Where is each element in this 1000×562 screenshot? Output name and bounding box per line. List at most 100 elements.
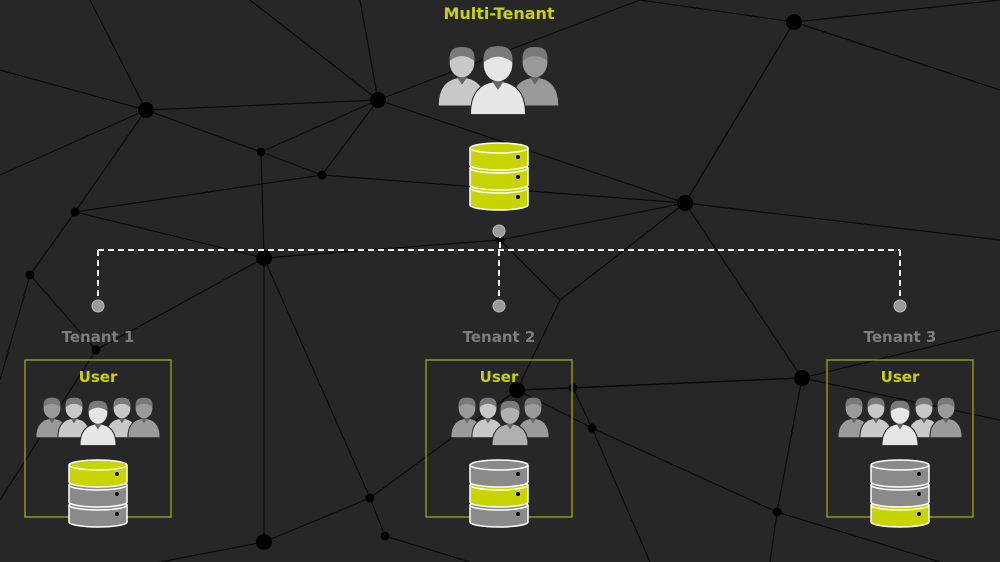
person-collar [70,418,78,424]
network-line [263,497,371,543]
disk-top [68,459,128,471]
disk-led [516,492,520,496]
network-node [70,207,80,217]
network-line [321,99,379,176]
person-collar [484,418,492,424]
multi-tenant-database-icon [469,142,529,211]
network-line [776,377,803,513]
network-node [256,250,272,266]
disk-led [516,155,520,159]
network-node [587,423,597,433]
network-node [772,507,782,517]
person-collar [872,418,880,424]
disk-led [516,175,520,179]
network-line [159,541,265,562]
network-line [793,0,1000,23]
network-line [0,274,31,381]
network-line [29,274,97,351]
disk [68,485,128,508]
disk [870,465,930,488]
disk [870,505,930,528]
network-line [95,257,265,351]
disk [469,485,529,508]
user-person-icon [79,400,117,447]
tenant-3-label: Tenant 3 [863,328,937,346]
network-line [793,21,1000,91]
person-collar [850,418,858,424]
person-collar [506,423,514,430]
person-collar [94,423,102,430]
person-hair [479,397,497,408]
person-hair [113,397,131,408]
network-node [794,370,810,386]
network-line [591,427,651,562]
network-line [684,202,803,379]
network-node [786,14,802,30]
disk [68,505,128,528]
person-icon [437,47,487,107]
network-node [25,270,35,280]
network-line [769,511,778,562]
disk [469,465,529,488]
user-person-icon [127,397,161,439]
network-line [516,389,593,429]
person-hair [890,400,910,412]
network-node [365,493,375,503]
person-hair [915,397,933,408]
tenant-2-label: Tenant 2 [462,328,536,346]
network-node [380,531,390,541]
disk [469,168,529,191]
person-collar [457,77,467,85]
network-line [801,377,1000,421]
tenant-3-database-icon [870,459,930,528]
person-collar [140,418,148,424]
network-line [377,99,686,204]
network-node [509,382,525,398]
person-collar [492,81,504,90]
network-line [572,387,593,429]
diagram-title: Multi-Tenant [443,4,555,23]
network-line [260,99,379,153]
person-collar [896,423,904,430]
person-collar [529,418,537,424]
network-line [249,0,379,101]
person-collar [530,77,540,85]
network-line [559,202,686,301]
person-hair [500,400,520,412]
disk-led [917,492,921,496]
disk [469,505,529,528]
network-line [684,202,1000,241]
network-node [370,92,386,108]
disk [68,465,128,488]
network-line [74,109,147,213]
network-node [256,534,272,550]
connector-node [492,299,506,313]
person-hair [522,47,548,61]
person-hair [458,397,476,408]
network-node [91,345,101,355]
person-hair [937,397,955,408]
network-line [572,377,803,389]
disk-led [516,512,520,516]
person-collar [942,418,950,424]
network-line [684,21,795,204]
disk-top [469,459,529,471]
network-line [359,0,379,101]
connector-node [492,224,506,238]
person-collar [118,418,126,424]
person-hair [483,46,513,63]
user-person-icon [837,397,871,439]
disk-led [115,512,119,516]
network-line [0,109,147,176]
person-collar [48,418,56,424]
network-node [317,170,327,180]
user-person-icon [929,397,963,439]
network-line [260,151,323,176]
network-line [516,299,561,391]
disk [469,148,529,171]
disk-top [870,459,930,471]
person-hair [524,397,542,408]
person-collar [920,418,928,424]
tenant-1-database-icon [68,459,128,528]
